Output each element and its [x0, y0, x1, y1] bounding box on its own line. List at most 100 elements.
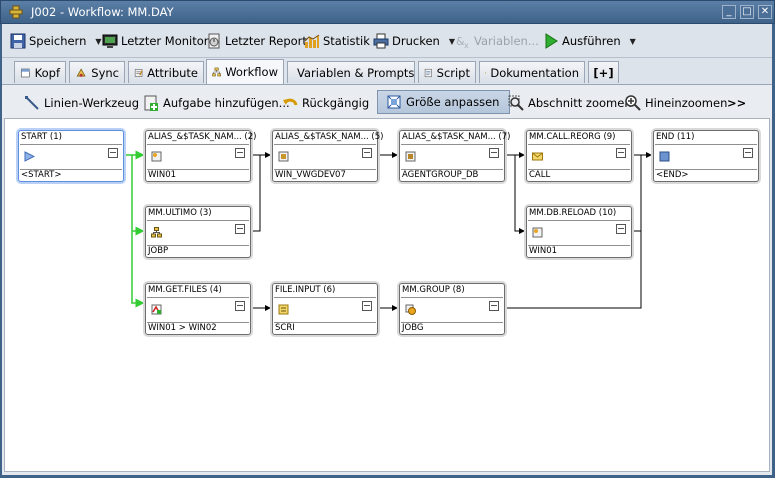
node-body [528, 144, 630, 170]
start-icon [24, 151, 35, 162]
node-collapse-icon[interactable] [235, 301, 245, 311]
tab-bar: Kopf Sync Attribute Workflow Variablen &… [0, 58, 775, 84]
header-icon [20, 68, 30, 77]
node-collapse-icon[interactable] [743, 148, 753, 158]
job-group-icon [405, 304, 416, 315]
node-collapse-icon[interactable] [362, 301, 372, 311]
workflow-node-call-reorg[interactable]: MM.CALL.REORG (9) CALL [526, 130, 632, 182]
main-toolbar: Speichern ▼ Letzter Monitor Letzter Repo… [0, 24, 775, 58]
node-collapse-icon[interactable] [489, 148, 499, 158]
node-body [655, 144, 757, 170]
node-collapse-icon[interactable] [489, 301, 499, 311]
tab-kopf-label: Kopf [34, 65, 60, 80]
workflow-node-end[interactable]: END (11) <END> [653, 130, 759, 182]
print-dropdown-icon[interactable]: ▼ [448, 36, 455, 46]
undo-label: Rückgängig [302, 96, 370, 110]
fit-size-label: Größe anpassen [406, 95, 500, 109]
workflow-toolbar: Linien-Werkzeug Aufgabe hinzufügen... Rü… [0, 84, 775, 118]
workflow-canvas[interactable]: START (1) <START> ALIAS_&$TASK_NAM... (2… [4, 118, 770, 472]
node-collapse-icon[interactable] [235, 224, 245, 234]
tab-attribute[interactable]: Attribute [128, 61, 204, 83]
node-collapse-icon[interactable] [616, 148, 626, 158]
workflow-node-ultimo[interactable]: MM.ULTIMO (3) JOBP [145, 206, 251, 258]
add-task-button[interactable]: Aufgabe hinzufügen... [143, 93, 290, 113]
workflow-node-alias-7[interactable]: ALIAS_&$TASK_NAM... (7) AGENTGROUP_DB [399, 130, 510, 182]
print-button[interactable]: Drucken ▼ [373, 32, 455, 50]
fit-size-icon [387, 95, 401, 109]
fit-size-button[interactable]: Größe anpassen [377, 90, 511, 114]
sync-icon [76, 67, 86, 77]
node-title: ALIAS_&$TASK_NAM... (7) [402, 132, 511, 142]
window-titlebar: J002 - Workflow: MM.DAY _ □ ✕ [0, 0, 775, 24]
zoom-section-button[interactable]: Abschnitt zoomen [508, 93, 632, 113]
printer-icon [373, 33, 389, 49]
zoom-section-icon [508, 95, 524, 111]
node-type: JOBG [402, 323, 424, 333]
last-report-button[interactable]: Letzter Report [206, 32, 307, 50]
undo-button[interactable]: Rückgängig ▼ [282, 93, 385, 113]
zoom-in-button[interactable]: Hineinzoomen [625, 93, 727, 113]
node-type: <END> [656, 170, 689, 180]
variables-label: Variablen... [474, 34, 539, 48]
job-icon [532, 227, 543, 238]
zoom-in-icon [625, 95, 641, 111]
maximize-button[interactable]: □ [740, 5, 754, 19]
node-title: ALIAS_&$TASK_NAM... (5) [275, 132, 384, 142]
node-type: AGENTGROUP_DB [402, 170, 479, 180]
chart-icon [304, 34, 320, 48]
minimize-button[interactable]: _ [722, 5, 736, 19]
script-icon [424, 68, 432, 77]
variables-icon: &x [456, 35, 469, 49]
tab-documentation[interactable]: Dokumentation [479, 61, 585, 83]
line-tool-button[interactable]: Linien-Werkzeug [24, 93, 139, 113]
start-connections [122, 150, 145, 308]
end-icon [659, 151, 670, 162]
node-title: START (1) [21, 132, 62, 142]
tab-variables-prompts[interactable]: Variablen & Prompts [287, 61, 415, 83]
workflow-node-alias-2[interactable]: ALIAS_&$TASK_NAM... (2) WIN01 [145, 130, 256, 182]
node-title: MM.ULTIMO (3) [148, 208, 212, 218]
tab-add[interactable]: [+] [588, 61, 619, 83]
statistics-label: Statistik [323, 34, 370, 48]
node-collapse-icon[interactable] [362, 148, 372, 158]
zoom-section-label: Abschnitt zoomen [528, 96, 632, 110]
more-tools-button[interactable]: >> [727, 93, 746, 113]
execute-dropdown-icon[interactable]: ▼ [629, 36, 636, 46]
variables-button[interactable]: &x Variablen... [455, 32, 539, 50]
workflow-node-get-files[interactable]: MM.GET.FILES (4) WIN01 > WIN02 [145, 283, 251, 335]
app-icon [9, 5, 23, 19]
workflow-node-file-input[interactable]: FILE.INPUT (6) SCRI [272, 283, 378, 335]
workflow-node-group[interactable]: MM.GROUP (8) JOBG [399, 283, 505, 335]
node-body [401, 297, 503, 323]
window-frame-left [0, 24, 2, 478]
node-body [401, 144, 503, 170]
save-button[interactable]: Speichern ▼ [10, 32, 102, 50]
node-type: WIN_VWGDEV07 [275, 170, 346, 180]
add-task-icon [144, 95, 158, 111]
workflow-node-alias-5[interactable]: ALIAS_&$TASK_NAM... (5) WIN_VWGDEV07 [272, 130, 383, 182]
close-button[interactable]: ✕ [758, 5, 772, 19]
node-collapse-icon[interactable] [235, 148, 245, 158]
node-collapse-icon[interactable] [616, 224, 626, 234]
node-type: WIN01 [529, 246, 558, 256]
tab-workflow-label: Workflow [225, 65, 278, 79]
report-icon [208, 33, 220, 49]
statistics-button[interactable]: Statistik [304, 32, 370, 50]
node-title: MM.GROUP (8) [402, 285, 465, 295]
tab-sync[interactable]: Sync [69, 61, 125, 83]
save-dropdown-icon[interactable]: ▼ [95, 36, 102, 46]
last-monitor-button[interactable]: Letzter Monitor [102, 32, 209, 50]
print-label: Drucken [392, 34, 440, 48]
tab-workflow[interactable]: Workflow [206, 59, 284, 84]
execute-button[interactable]: Ausführen ▼ [543, 32, 636, 50]
execute-label: Ausführen [562, 34, 621, 48]
job-icon [278, 151, 289, 162]
workflow-node-start[interactable]: START (1) <START> [18, 130, 124, 182]
tab-attribute-label: Attribute [147, 65, 198, 80]
tab-script[interactable]: Script [418, 61, 476, 83]
workflow-node-db-reload[interactable]: MM.DB.RELOAD (10) WIN01 [526, 206, 632, 258]
tab-add-label: [+] [593, 65, 614, 80]
tab-kopf[interactable]: Kopf [14, 61, 66, 83]
node-collapse-icon[interactable] [108, 148, 118, 158]
node-body [528, 220, 630, 246]
